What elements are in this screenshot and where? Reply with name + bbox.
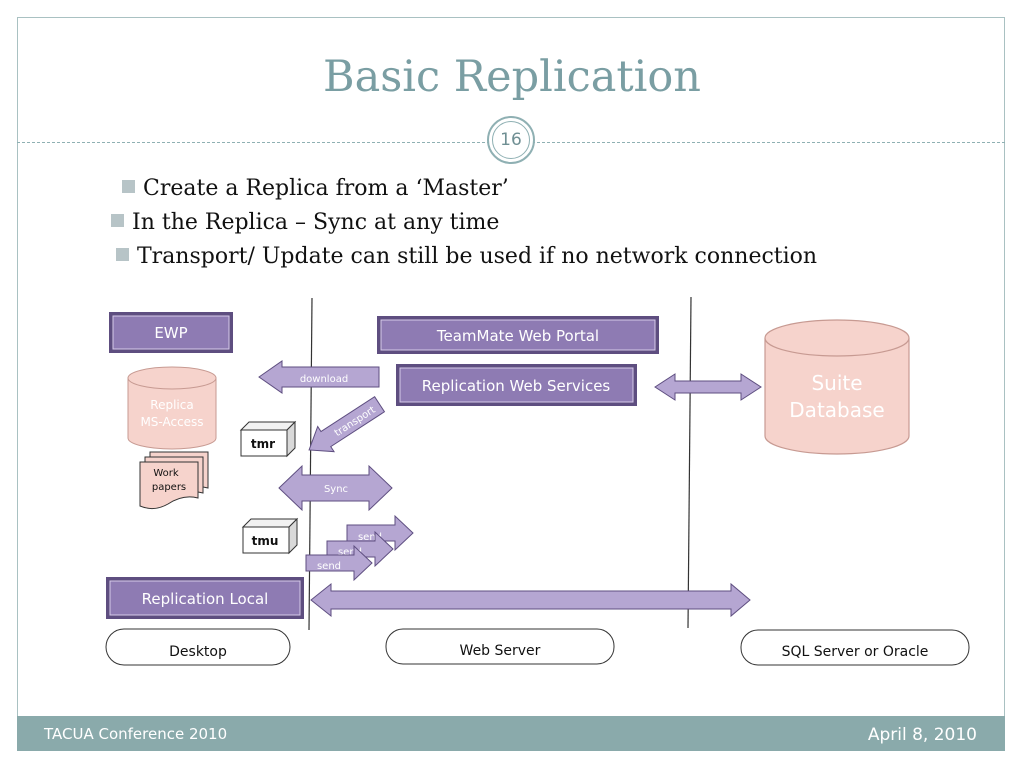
sql-server-label: SQL Server or Oracle <box>782 644 929 660</box>
bullet-square-icon <box>111 214 124 227</box>
web-server-label: Web Server <box>460 643 541 659</box>
sync-label: Sync <box>324 484 348 495</box>
bullet-3-text: Transport/ Update can still be used if n… <box>137 244 818 269</box>
web-server-tier-label: Web Server <box>385 628 615 665</box>
services-database-arrow <box>654 373 762 401</box>
page-number: 16 <box>492 121 530 159</box>
desktop-label: Desktop <box>169 644 227 660</box>
send-arrow-3: send <box>305 544 373 582</box>
bullet-2: In the Replica – Sync at any time <box>111 210 499 235</box>
send-label-2: send <box>338 547 362 558</box>
suite-database-label-1: Suite <box>811 371 862 395</box>
desktop-tier-label: Desktop <box>105 628 291 666</box>
replica-database-icon: Replica MS-Access <box>127 366 217 450</box>
ewp-box: EWP <box>109 312 233 353</box>
work-papers-label-1: Work <box>153 468 179 479</box>
ewp-label: EWP <box>154 324 187 342</box>
desktop-web-divider <box>308 297 313 631</box>
work-papers-label-2: papers <box>152 482 186 493</box>
tmr-file-icon: tmr <box>239 420 297 458</box>
transport-arrow: transport <box>308 395 386 453</box>
suite-database-icon: Suite Database <box>764 319 910 455</box>
send-label-1: send <box>358 532 382 543</box>
bullet-3: Transport/ Update can still be used if n… <box>116 244 817 269</box>
bullet-1-text: Create a Replica from a ‘Master’ <box>143 176 509 201</box>
bullet-1: Create a Replica from a ‘Master’ <box>122 176 509 201</box>
local-sync-arrow <box>310 582 751 618</box>
replica-label-1: Replica <box>150 398 193 412</box>
send-label-3: send <box>317 561 341 572</box>
teammate-web-portal-box: TeamMate Web Portal <box>377 316 659 354</box>
tmr-label: tmr <box>251 437 275 451</box>
download-arrow: download <box>258 360 380 394</box>
tmu-file-icon: tmu <box>241 517 299 555</box>
replication-web-services-label: Replication Web Services <box>422 377 611 395</box>
teammate-web-portal-label: TeamMate Web Portal <box>436 327 599 345</box>
suite-database-label-2: Database <box>789 398 884 422</box>
page-number-badge: 16 <box>487 116 535 164</box>
slide-title: Basic Replication <box>323 52 701 102</box>
bullet-square-icon <box>122 180 135 193</box>
replication-local-box: Replication Local <box>106 577 304 619</box>
bullet-square-icon <box>116 248 129 261</box>
sync-arrow: Sync <box>278 464 393 512</box>
replication-web-services-box: Replication Web Services <box>396 364 637 406</box>
web-sql-divider <box>687 296 692 629</box>
slide-footer: TACUA Conference 2010 April 8, 2010 <box>17 716 1005 751</box>
replica-label-2: MS-Access <box>140 415 203 429</box>
download-label: download <box>300 374 348 385</box>
work-papers-icon: Work papers <box>139 451 209 510</box>
footer-conference: TACUA Conference 2010 <box>44 725 228 743</box>
tmu-label: tmu <box>252 534 279 548</box>
footer-date: April 8, 2010 <box>867 725 977 745</box>
replication-local-label: Replication Local <box>142 590 269 608</box>
sql-server-tier-label: SQL Server or Oracle <box>740 629 970 666</box>
bullet-2-text: In the Replica – Sync at any time <box>132 210 500 235</box>
